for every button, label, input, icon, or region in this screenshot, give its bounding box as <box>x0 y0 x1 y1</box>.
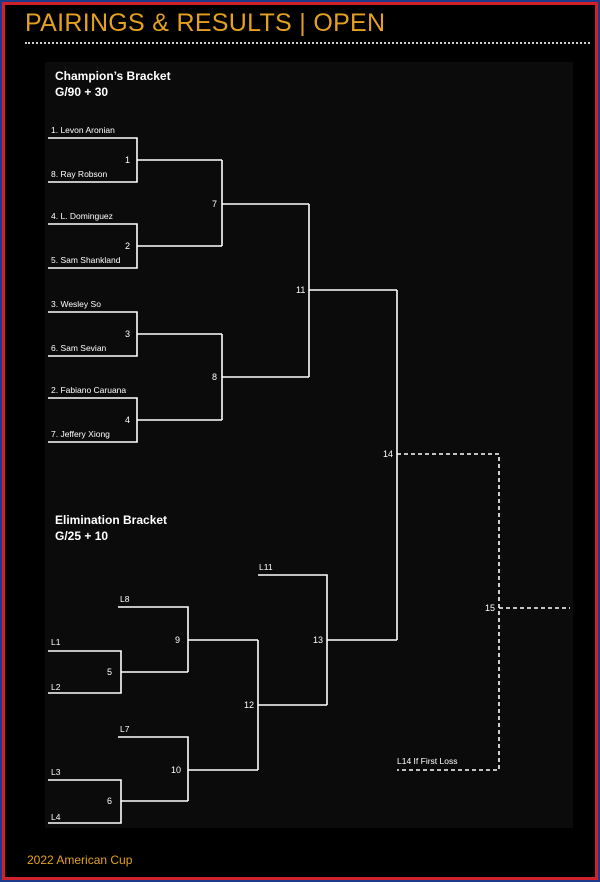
connector-game-9 <box>118 606 258 672</box>
player-seed-5: 5. Sam Shankland <box>51 255 121 265</box>
slot-l1: L1 <box>51 637 61 647</box>
player-seed-8: 8. Ray Robson <box>51 169 107 179</box>
connector-game-10 <box>118 736 258 801</box>
connector-game-3 <box>48 311 222 357</box>
slot-l3: L3 <box>51 767 61 777</box>
slot-l7: L7 <box>120 724 130 734</box>
game-number-13: 13 <box>313 635 323 645</box>
player-seed-2: 2. Fabiano Caruana <box>51 385 126 395</box>
game-number-5: 5 <box>107 667 112 677</box>
connector-game-2 <box>48 223 222 269</box>
slot-l14: L14 If First Loss <box>397 756 457 766</box>
slot-l11: L11 <box>259 562 273 572</box>
player-seed-4: 4. L. Dominguez <box>51 211 113 221</box>
player-seed-3: 3. Wesley So <box>51 299 101 309</box>
game-number-2: 2 <box>125 241 130 251</box>
connector-game-11 <box>308 204 397 377</box>
player-seed-6: 6. Sam Sevian <box>51 343 107 353</box>
game-number-8: 8 <box>212 372 217 382</box>
champions-time-control: G/90 + 30 <box>55 85 108 99</box>
game-number-12: 12 <box>244 700 254 710</box>
slot-l8: L8 <box>120 594 130 604</box>
title-divider <box>25 42 590 44</box>
connector-game-13 <box>258 574 397 705</box>
connector-game-12 <box>257 640 327 770</box>
connector-game-7 <box>221 160 309 246</box>
connector-game-1 <box>48 137 222 183</box>
elimination-heading: Elimination Bracket <box>55 513 167 527</box>
connector-game-6 <box>48 779 188 824</box>
game-number-3: 3 <box>125 329 130 339</box>
bracket-board <box>45 62 573 828</box>
champions-bracket-lines <box>48 137 398 640</box>
connector-game-5 <box>48 650 188 694</box>
elimination-bracket-lines <box>48 574 397 824</box>
footer-caption: 2022 American Cup <box>27 853 133 867</box>
game-number-6: 6 <box>107 796 112 806</box>
game-number-7: 7 <box>212 199 217 209</box>
connector-game-4 <box>48 397 222 443</box>
slot-l4: L4 <box>51 812 61 822</box>
bracket-diagram: Champion’s Bracket G/90 + 30 Elimination… <box>48 69 570 824</box>
player-seed-1: 1. Levon Aronian <box>51 125 115 135</box>
player-seed-7: 7. Jeffery Xiong <box>51 429 110 439</box>
connector-game-8 <box>221 334 309 420</box>
game-number-14: 14 <box>383 449 393 459</box>
game-number-4: 4 <box>125 415 130 425</box>
champions-heading: Champion’s Bracket <box>55 69 171 83</box>
connector-game-14-to-15 <box>397 453 500 771</box>
slot-l2: L2 <box>51 682 61 692</box>
game-number-15: 15 <box>485 603 495 613</box>
game-number-11: 11 <box>296 285 305 295</box>
game-number-10: 10 <box>171 765 181 775</box>
page: PAIRINGS & RESULTS | OPEN Champion’s Bra… <box>5 5 595 877</box>
game-number-1: 1 <box>125 155 130 165</box>
elimination-time-control: G/25 + 10 <box>55 529 108 543</box>
page-title: PAIRINGS & RESULTS | OPEN <box>25 9 386 37</box>
game-number-9: 9 <box>175 635 180 645</box>
